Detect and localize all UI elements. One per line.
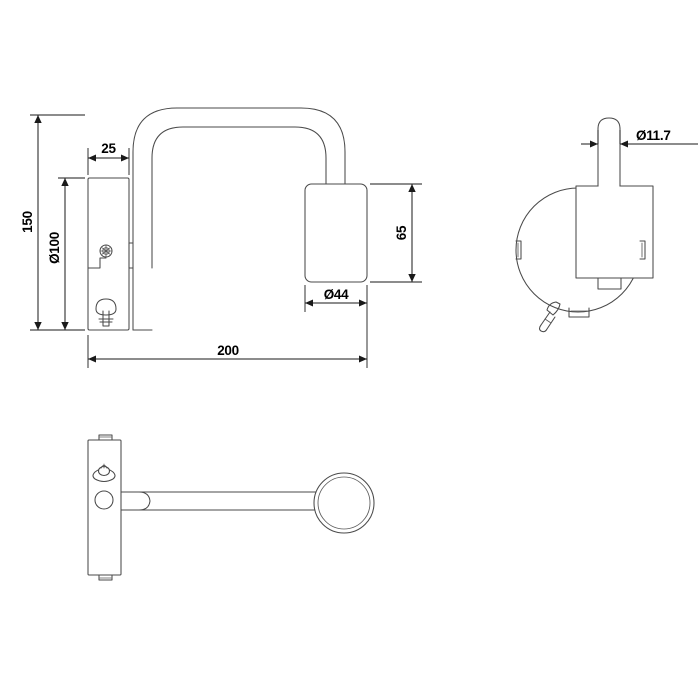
plate-hole-plan [94, 490, 114, 510]
lamp-body-front [575, 185, 654, 279]
toggle-switch-side[interactable] [95, 298, 117, 327]
lamp-head-plan [313, 472, 375, 534]
plate-boss-right [639, 240, 646, 260]
dimension-label-d117: Ø11.7 [636, 128, 671, 143]
plate-boss-bottom [568, 307, 590, 318]
toggle-switch-plan[interactable] [92, 463, 116, 483]
plan-view [87, 434, 375, 581]
toggle-switch-front[interactable] [538, 301, 561, 333]
lamp-stem-front [597, 117, 621, 187]
dimension-label-200: 200 [217, 343, 239, 358]
wall-plate-side [87, 177, 134, 331]
lamp-body-tab [597, 277, 622, 290]
plate-screw-detail [87, 244, 113, 269]
dimension-150: 150 [20, 114, 85, 331]
back-plate-plan [87, 434, 122, 581]
lamp-arm-plan [120, 491, 323, 511]
dimension-65: 65 [370, 183, 422, 283]
dimension-25: 25 [87, 141, 130, 175]
dimension-label-d100: Ø100 [47, 232, 62, 264]
dimension-label-d44: Ø44 [324, 287, 349, 302]
lamp-head-side [304, 183, 368, 283]
side-view: 150 Ø100 25 [20, 107, 422, 368]
dimension-d100: Ø100 [47, 177, 85, 331]
plate-boss-left [515, 240, 522, 260]
dimension-d117: Ø11.7 [581, 128, 698, 148]
front-view: Ø11.7 [515, 117, 698, 333]
lamp-arm [132, 107, 346, 331]
dimension-label-65: 65 [394, 225, 409, 240]
dimension-200: 200 [87, 312, 368, 368]
dimension-label-25: 25 [101, 141, 116, 156]
dimension-label-150: 150 [20, 211, 35, 233]
dimension-d44: Ø44 [304, 285, 368, 312]
